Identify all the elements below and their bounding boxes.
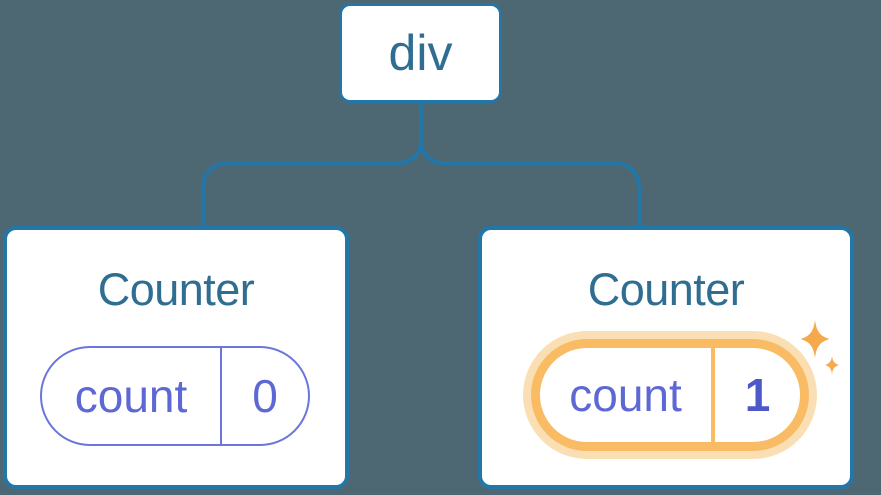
root-node: div xyxy=(339,3,502,103)
state-key: count xyxy=(540,348,715,442)
root-node-label: div xyxy=(388,25,453,81)
counter-card-left: Counter count 0 xyxy=(3,226,349,489)
component-title: Counter xyxy=(97,264,255,315)
state-value: 1 xyxy=(744,369,771,421)
sparkles-icon xyxy=(800,320,839,375)
counter-card-right: Counter count 1 xyxy=(478,226,854,489)
state-key: count xyxy=(42,348,222,444)
state-pill: count 0 xyxy=(40,346,310,446)
state-value: 0 xyxy=(252,370,278,422)
component-title: Counter xyxy=(587,264,745,315)
state-pill-highlighted: count 1 xyxy=(531,339,809,451)
